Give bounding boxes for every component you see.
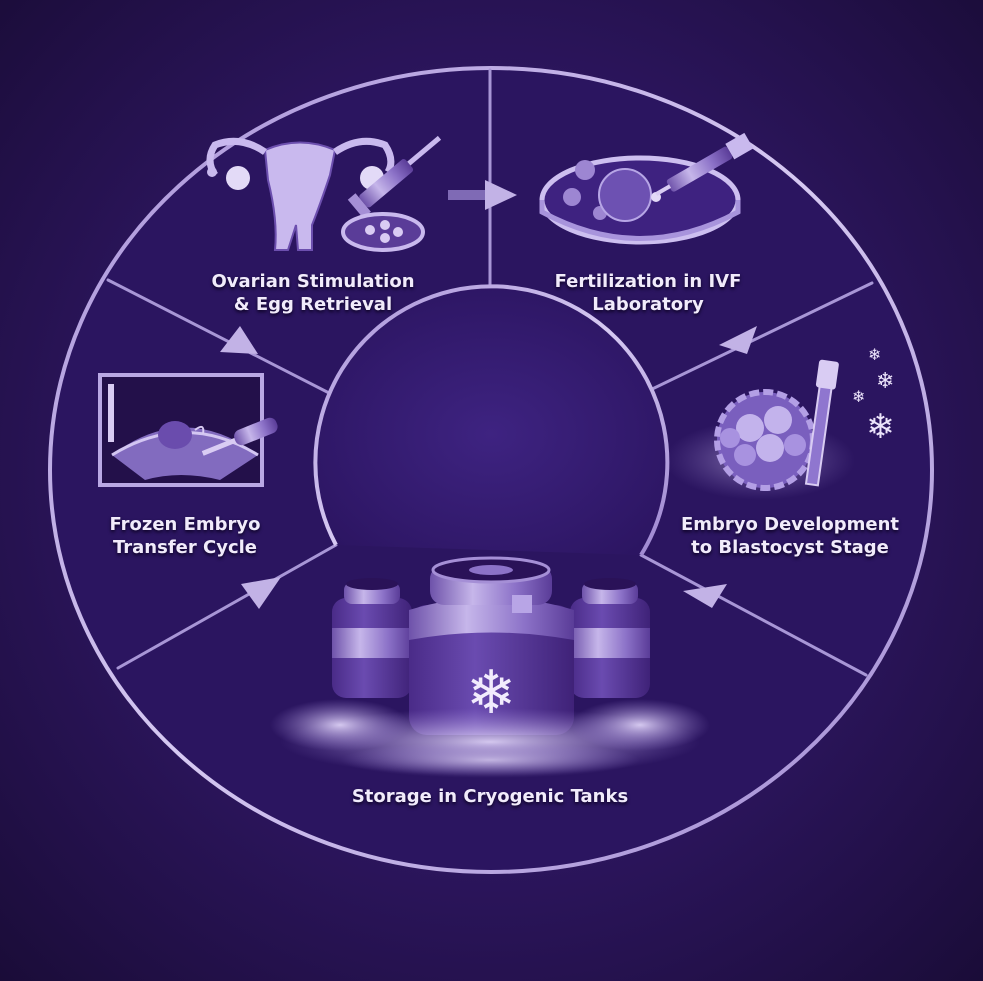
tank-center: ❄: [409, 556, 574, 735]
arrow-fertilization-to-embryo: [719, 326, 757, 354]
stage-label-line: & Egg Retrieval: [233, 294, 393, 315]
snowflake-icon: ❄: [866, 407, 895, 447]
arrow-storage-to-transfer: [241, 577, 281, 609]
flow-arrows: [220, 180, 757, 609]
arrow-ovarian-to-fertilization: [448, 180, 517, 210]
stage-label-line: Frozen Embryo: [109, 514, 261, 535]
stage-label-line: Fertilization in IVF: [554, 271, 742, 292]
inner-circle: [313, 284, 670, 557]
stage-label-line: Transfer Cycle: [112, 537, 258, 558]
stage-label-line: Laboratory: [592, 294, 704, 315]
snowflake-icon: ❄: [868, 345, 881, 364]
stage-label-ovarian: Ovarian Stimulation & Egg Retrieval: [211, 270, 414, 316]
stage-label-line: Embryo Development: [680, 514, 900, 535]
stage-label-embryo: Embryo Development to Blastocyst Stage: [681, 513, 899, 559]
blastocyst-straw-snowflake-icon: ❄ ❄ ❄ ❄: [665, 345, 895, 500]
snowflake-icon: ❄: [852, 387, 865, 406]
stage-label-transfer: Frozen Embryo Transfer Cycle: [109, 513, 260, 559]
cryogenic-tanks-icon: ❄: [270, 556, 710, 778]
tank-left: [332, 578, 412, 698]
arrow-embryo-to-storage: [683, 584, 727, 608]
snowflake-icon: ❄: [876, 369, 894, 394]
stage-label-line: Ovarian Stimulation: [211, 271, 415, 292]
stage-label-line: to Blastocyst Stage: [691, 537, 889, 558]
ultrasound-monitor-icon: [98, 373, 278, 487]
stage-label-fertilization: Fertilization in IVF Laboratory: [555, 270, 742, 316]
divider-lines: [106, 68, 874, 677]
petri-dish-pipette-icon: [539, 132, 754, 245]
stage-label-line: Storage in Cryogenic Tanks: [351, 786, 629, 807]
arrow-transfer-to-ovarian: [220, 326, 258, 354]
uterus-syringe-petri-icon: [206, 135, 442, 252]
stage-label-storage: Storage in Cryogenic Tanks: [352, 785, 628, 808]
frost-cloud: [270, 699, 710, 778]
tank-right: [570, 578, 650, 698]
